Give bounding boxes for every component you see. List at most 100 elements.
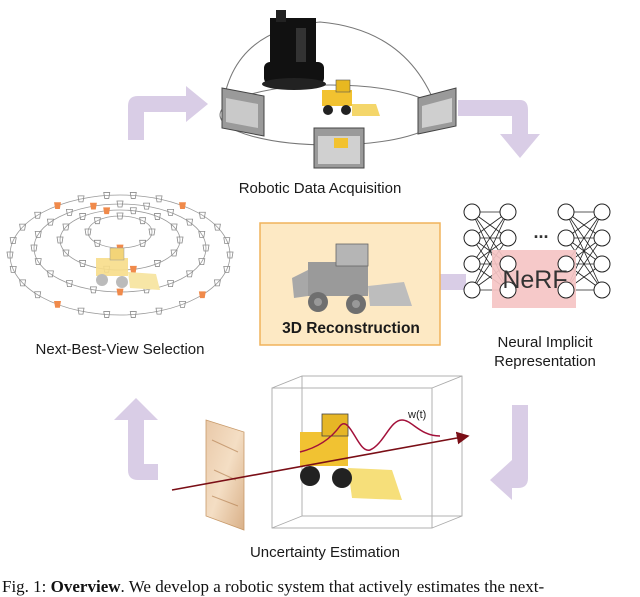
camera-frustum (19, 279, 27, 287)
network-node (557, 229, 575, 247)
camera-frustum (170, 223, 178, 231)
network-node (593, 229, 611, 247)
network-node (463, 281, 481, 299)
camera-frustum (79, 213, 87, 220)
camera-frustum (153, 213, 161, 220)
label-neural-implicit-representation: Neural Implicit Representation (470, 333, 620, 371)
camera-frustum (223, 265, 231, 273)
camera-frustum (103, 207, 111, 215)
label-next-best-view-selection: Next-Best-View Selection (35, 341, 205, 358)
camera-frustum (79, 260, 87, 267)
label-weight-function: w(t) (408, 409, 427, 421)
camera-frustum (155, 195, 163, 203)
network-edge (471, 237, 509, 291)
camera-frustum (186, 270, 194, 278)
label-ellipsis: ... (533, 222, 549, 242)
camera-frustum (153, 260, 161, 267)
camera-frustum (77, 307, 85, 315)
camera-frustum (30, 244, 38, 252)
camera-frustum (223, 237, 231, 245)
camera-frustum (103, 192, 111, 199)
network-node (593, 203, 611, 221)
camera-frustum (56, 236, 64, 244)
camera-frustum (19, 223, 27, 231)
camera-frustum (9, 237, 17, 245)
camera-frustum (46, 270, 54, 278)
image-plane (205, 419, 245, 531)
camera-frustum (89, 202, 97, 210)
camera-frustum (89, 286, 97, 294)
camera-frustum (167, 209, 175, 216)
weight-curve (299, 419, 441, 453)
camera-frustum (179, 300, 186, 308)
camera-frustum (46, 218, 54, 226)
camera-frustum (34, 211, 42, 219)
camera-frustum (129, 192, 137, 199)
network-node (557, 281, 575, 299)
camera-frustum (9, 265, 17, 273)
network-node (499, 203, 517, 221)
network-node (593, 255, 611, 273)
camera-frustum (155, 307, 163, 315)
camera-frustum (93, 217, 101, 225)
camera-frustum (129, 311, 137, 318)
flow-arrow-uncertainty-to-nbv (114, 398, 158, 480)
camera-frustum (34, 258, 42, 265)
network-node (499, 255, 517, 273)
camera-frustum (139, 239, 147, 247)
network-node (557, 203, 575, 221)
flow-arrow-nbv-to-acquisition (128, 86, 208, 140)
camera-frustum (143, 202, 151, 210)
camera-frustum (103, 311, 111, 318)
label-robotic-data-acquisition: Robotic Data Acquisition (238, 180, 402, 197)
camera-frustum (116, 200, 124, 208)
network-node (499, 281, 517, 299)
flow-arrow-acquisition-to-neural (458, 100, 540, 158)
camera-frustum (179, 202, 186, 210)
network-node (499, 229, 517, 247)
camera-frustum (170, 249, 178, 257)
label-neural-line1: Neural Implicit (497, 334, 593, 351)
camera-frustum (167, 280, 175, 287)
caption-bold: Overview (50, 577, 121, 596)
captured-view-left (221, 87, 265, 137)
network-edge (471, 211, 509, 265)
camera-frustum (84, 228, 92, 236)
camera-frustum (176, 236, 184, 244)
network-node (463, 255, 481, 273)
camera-frustum (34, 231, 42, 238)
camera-frustum (77, 195, 85, 203)
camera-frustum (186, 218, 194, 226)
uncertainty-excavator-icon (300, 413, 402, 500)
camera-frustum (198, 211, 206, 219)
camera-frustum (116, 288, 124, 296)
camera-frustum (93, 239, 101, 247)
figure-caption: Fig. 1: Overview. We develop a robotic s… (2, 577, 640, 597)
camera-frustum (129, 207, 137, 215)
label-uncertainty-estimation: Uncertainty Estimation (249, 544, 401, 561)
nbv-excavator-icon (96, 247, 160, 290)
reconstructed-mesh-icon (292, 243, 412, 314)
network-node (557, 255, 575, 273)
camera-frustum (65, 209, 73, 216)
camera-frustum (65, 280, 73, 287)
camera-frustum (213, 223, 221, 231)
reconstruction-panel (259, 222, 441, 346)
camera-frustum (62, 249, 70, 257)
camera-frustum (148, 228, 156, 236)
camera-frustum (198, 291, 206, 299)
captured-view-right (417, 87, 457, 135)
camera-frustum (54, 202, 61, 210)
camera-frustum (198, 231, 206, 238)
camera-frustum (6, 251, 14, 259)
camera-frustum (116, 212, 124, 220)
robot-arm-icon (262, 10, 326, 90)
network-node (463, 229, 481, 247)
caption-text: . We develop a robotic system that activ… (120, 577, 545, 596)
camera-frustum (213, 279, 221, 287)
network-node (463, 203, 481, 221)
label-nerf: NeRF (502, 266, 568, 294)
flow-arrow-neural-to-uncertainty (490, 405, 528, 500)
camera-frustum (54, 300, 61, 308)
